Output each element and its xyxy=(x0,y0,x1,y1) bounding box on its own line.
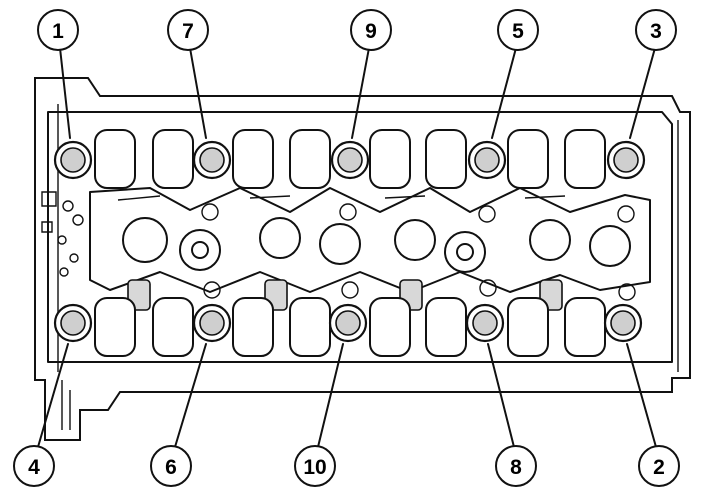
callout-8: 8 xyxy=(495,445,537,487)
bolt-10 xyxy=(328,303,368,343)
callout-label: 6 xyxy=(165,456,177,479)
callout-label: 5 xyxy=(512,20,524,43)
bolt-1 xyxy=(53,140,93,180)
callout-label: 7 xyxy=(182,20,194,43)
lower-valve-lifters xyxy=(94,297,606,357)
bolt-3 xyxy=(606,140,646,180)
callout-label: 2 xyxy=(653,456,665,479)
bolt-2 xyxy=(603,303,643,343)
callout-2: 2 xyxy=(638,445,680,487)
callout-label: 9 xyxy=(365,20,377,43)
callout-label: 3 xyxy=(650,20,662,43)
callout-7: 7 xyxy=(167,9,209,51)
side-ports xyxy=(41,191,84,277)
bolt-8 xyxy=(465,303,505,343)
bolt-7 xyxy=(192,140,232,180)
leader-lines xyxy=(37,47,657,448)
callout-6: 6 xyxy=(150,445,192,487)
callout-5: 5 xyxy=(497,9,539,51)
bolt-5 xyxy=(467,140,507,180)
callout-1: 1 xyxy=(37,9,79,51)
callout-label: 1 xyxy=(52,20,64,43)
callout-3: 3 xyxy=(635,9,677,51)
callout-label: 10 xyxy=(303,456,326,479)
callout-4: 4 xyxy=(13,445,55,487)
callout-10: 10 xyxy=(294,445,336,487)
bolt-4 xyxy=(53,303,93,343)
bolt-9 xyxy=(330,140,370,180)
callout-label: 8 xyxy=(510,456,522,479)
combustion-chamber-area xyxy=(89,187,651,301)
bolt-6 xyxy=(192,303,232,343)
upper-valve-lifters xyxy=(94,129,606,189)
callout-9: 9 xyxy=(350,9,392,51)
callout-label: 4 xyxy=(28,456,40,479)
